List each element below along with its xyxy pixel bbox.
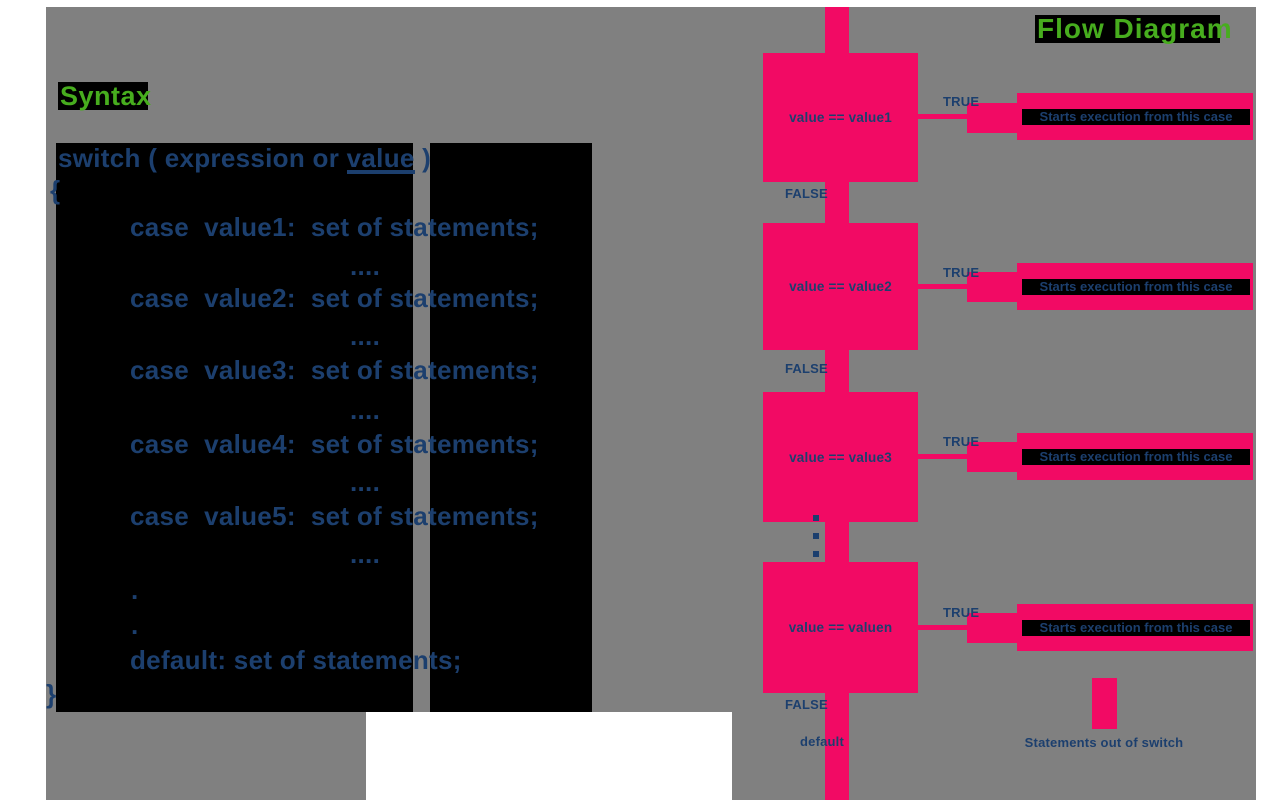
flow-entry-bar xyxy=(825,7,849,53)
true-connector-line xyxy=(918,284,970,289)
condition-box-3: value == value3 xyxy=(763,392,918,522)
flow-heading-highlight xyxy=(1035,15,1220,43)
condition-label: value == valuen xyxy=(788,620,893,635)
flow-diagram-heading: Flow Diagram xyxy=(1037,13,1233,44)
result-label: Starts execution from this case xyxy=(1039,109,1233,124)
flow-connector-bar xyxy=(825,350,849,392)
switch-post: ) xyxy=(414,143,432,173)
true-label: TRUE xyxy=(943,605,980,620)
exit-statement-label: Statements out of switch xyxy=(1024,735,1184,750)
result-highlight: Starts execution from this case xyxy=(1022,108,1250,125)
true-connector-line xyxy=(918,114,970,119)
false-label: FALSE xyxy=(785,186,828,201)
vertical-ellipsis-dot xyxy=(813,551,819,557)
true-connector-block xyxy=(967,272,1017,302)
true-connector-line xyxy=(918,454,970,459)
syntax-heading: Syntax xyxy=(60,81,152,111)
switch-underlined-value: value xyxy=(346,143,415,174)
condition-label: value == value1 xyxy=(789,110,892,125)
flow-exit-bar xyxy=(825,693,849,800)
code-line: case value4: set of statements; xyxy=(130,429,539,459)
code-line: . xyxy=(131,610,139,640)
condition-box-1: value == value1 xyxy=(763,53,918,182)
code-line-switch: switch ( expression or value ) xyxy=(58,145,431,174)
code-line: case value2: set of statements; xyxy=(130,283,539,313)
result-label: Starts execution from this case xyxy=(1039,620,1233,635)
true-connector-block xyxy=(967,103,1017,133)
default-label: default xyxy=(800,734,845,749)
true-label: TRUE xyxy=(943,434,980,449)
code-line: .... xyxy=(350,395,381,425)
exit-statement-block xyxy=(1092,678,1117,729)
result-highlight: Starts execution from this case xyxy=(1022,448,1250,465)
condition-label: value == value2 xyxy=(789,279,892,294)
white-notch xyxy=(366,712,732,800)
code-line: .... xyxy=(350,539,381,569)
result-box-n: Starts execution from this case xyxy=(1017,604,1253,651)
true-label: TRUE xyxy=(943,94,980,109)
code-line: .... xyxy=(350,251,381,281)
false-label: FALSE xyxy=(785,361,828,376)
vertical-ellipsis-dot xyxy=(813,515,819,521)
result-box-2: Starts execution from this case xyxy=(1017,263,1253,310)
result-box-3: Starts execution from this case xyxy=(1017,433,1253,480)
true-label: TRUE xyxy=(943,265,980,280)
syntax-heading-highlight xyxy=(58,82,148,110)
flow-connector-bar xyxy=(825,182,849,223)
switch-pre: switch ( expression or xyxy=(58,143,347,173)
code-panel xyxy=(56,143,592,712)
code-line: . xyxy=(131,575,139,605)
vertical-ellipsis-dot xyxy=(813,533,819,539)
result-box-1: Starts execution from this case xyxy=(1017,93,1253,140)
result-highlight: Starts execution from this case xyxy=(1022,278,1250,295)
code-panel-gray-stripe xyxy=(413,143,430,712)
true-connector-line xyxy=(918,625,970,630)
code-line: .... xyxy=(350,321,381,351)
code-line: default: set of statements; xyxy=(130,645,462,675)
condition-box-n: value == valuen xyxy=(763,562,918,693)
result-label: Starts execution from this case xyxy=(1039,449,1233,464)
code-line: { xyxy=(50,175,61,205)
condition-label: value == value3 xyxy=(789,449,892,465)
code-line: .... xyxy=(350,467,381,497)
false-label: FALSE xyxy=(785,697,828,712)
condition-box-2: value == value2 xyxy=(763,223,918,350)
code-line: case value3: set of statements; xyxy=(130,355,539,385)
code-line: } xyxy=(46,679,57,709)
result-highlight: Starts execution from this case xyxy=(1022,619,1250,636)
true-connector-block xyxy=(967,442,1017,472)
code-line: case value5: set of statements; xyxy=(130,501,539,531)
code-line: case value1: set of statements; xyxy=(130,212,539,242)
flow-connector-bar xyxy=(825,522,849,562)
result-label: Starts execution from this case xyxy=(1039,279,1233,294)
true-connector-block xyxy=(967,613,1017,643)
